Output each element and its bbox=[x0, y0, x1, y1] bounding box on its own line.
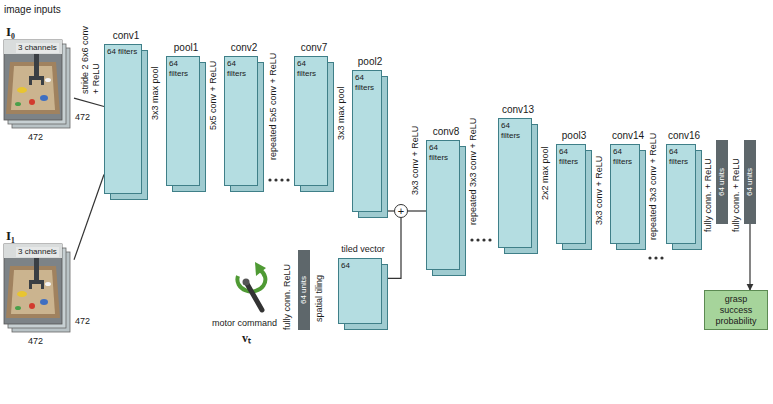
layer-block: conv2 64 filters bbox=[224, 42, 264, 192]
filter-count: 64 filters bbox=[669, 147, 694, 166]
unit-count: 64 units bbox=[717, 168, 727, 196]
layer-block: conv13 64 filters bbox=[498, 104, 538, 254]
fc-layer-bar: 64 units bbox=[744, 140, 756, 224]
dimension-label: 472 bbox=[75, 316, 90, 327]
filter-count: 64 filters bbox=[613, 147, 638, 166]
layer-name: conv8 bbox=[426, 126, 466, 138]
input-image: I₁3 channels bbox=[4, 228, 74, 334]
channel-label: 3 channels bbox=[16, 43, 59, 53]
feature-map bbox=[667, 145, 696, 244]
layer-name: conv1 bbox=[104, 30, 148, 42]
block-title: tiled vector bbox=[338, 244, 388, 255]
operation-label: repeated 5x5 conv + ReLU bbox=[268, 53, 279, 160]
filter-count: 64 filters bbox=[297, 59, 326, 78]
layer-block: conv1 64 filters bbox=[104, 30, 148, 200]
camera-image bbox=[4, 40, 70, 128]
filter-count: 64 filters bbox=[227, 59, 256, 78]
fc-layer-bar: 64 units bbox=[716, 140, 728, 224]
connector bbox=[388, 218, 401, 278]
input-image: I₀3 channels bbox=[4, 24, 74, 130]
layer-block: conv16 64 filters bbox=[666, 130, 702, 250]
sum-junction: + bbox=[394, 204, 408, 218]
layer-name: conv13 bbox=[498, 104, 538, 116]
section-title: image inputs bbox=[4, 4, 61, 16]
layer-name: pool3 bbox=[556, 130, 592, 142]
layer-name: pool2 bbox=[352, 56, 388, 68]
operation-label: repeated 3x3 conv + ReLU bbox=[648, 133, 659, 240]
layer-block: conv8 64 filters bbox=[426, 126, 466, 276]
filter-count: 64 filters bbox=[355, 73, 380, 92]
operation-label: 3x3 conv + ReLU bbox=[410, 126, 421, 195]
input-symbol: vₜ bbox=[242, 331, 251, 345]
feature-map bbox=[427, 141, 460, 270]
connector bbox=[74, 175, 104, 260]
operation-label: fully conn. + ReLU bbox=[731, 158, 742, 232]
operation-label: 2x2 max pool bbox=[540, 146, 551, 200]
dimension-label: 472 bbox=[28, 336, 43, 347]
layer-name: conv7 bbox=[294, 42, 334, 54]
feature-map bbox=[611, 145, 640, 244]
sum-sign: + bbox=[395, 205, 407, 217]
tiled-vector-block: tiled vector 64 bbox=[338, 244, 388, 330]
unit-count: 64 units bbox=[745, 168, 755, 196]
layer-block: conv14 64 filters bbox=[610, 130, 646, 250]
layer-block: pool2 64 filters bbox=[352, 56, 388, 218]
layer-name: conv2 bbox=[224, 42, 264, 54]
dimension-label: 472 bbox=[75, 112, 90, 123]
filter-count: 64 filters bbox=[501, 121, 530, 140]
feature-map bbox=[167, 57, 200, 186]
vector-size: 64 bbox=[341, 261, 380, 271]
input-label: motor command bbox=[212, 318, 277, 329]
filter-count: 64 filters bbox=[169, 59, 198, 78]
feature-map bbox=[225, 57, 258, 186]
motor-icon bbox=[237, 262, 266, 310]
output-box: grasp success probability bbox=[704, 290, 768, 330]
layer-block: pool1 64 filters bbox=[166, 42, 206, 192]
layer-name: pool1 bbox=[166, 42, 206, 54]
layer-block: pool3 64 filters bbox=[556, 130, 592, 250]
operation-label: 3x3 max pool bbox=[150, 66, 161, 120]
image-symbol: I₀ bbox=[6, 24, 15, 40]
connector bbox=[74, 98, 104, 106]
feature-map bbox=[499, 119, 532, 248]
dimension-label: 472 bbox=[28, 132, 43, 143]
operation-label: 3x3 max pool bbox=[336, 86, 347, 140]
operation-label: 5x5 conv + ReLU bbox=[208, 61, 219, 130]
layer-name: conv16 bbox=[666, 130, 702, 142]
channel-label: 3 channels bbox=[16, 247, 59, 257]
feature-map bbox=[339, 259, 382, 324]
output-label: grasp success probability bbox=[708, 294, 764, 326]
operation-label: repeated 3x3 conv + ReLU bbox=[468, 118, 479, 225]
operation-label: fully conn. + ReLU bbox=[703, 158, 714, 232]
operation-label: fully conn. ReLU bbox=[282, 264, 293, 330]
filter-count: 64 filters bbox=[429, 143, 458, 162]
feature-map bbox=[557, 145, 586, 244]
layer-block: conv7 64 filters bbox=[294, 42, 334, 192]
feature-map bbox=[353, 71, 382, 212]
unit-count: 64 units bbox=[299, 276, 309, 304]
operation-label: spatial tiling bbox=[314, 275, 325, 322]
connector bbox=[749, 224, 750, 290]
fc-layer-bar: 64 units bbox=[298, 250, 310, 330]
filter-count: 64 filters bbox=[559, 147, 584, 166]
operation-label: stride 2 6x6 conv + ReLU bbox=[80, 22, 102, 94]
feature-map bbox=[295, 57, 328, 186]
operation-label: 3x3 conv + ReLU bbox=[594, 156, 605, 225]
camera-image bbox=[4, 244, 70, 332]
filter-count: 64 filters bbox=[107, 47, 140, 57]
feature-map bbox=[105, 45, 142, 194]
connector bbox=[408, 210, 426, 211]
layer-shape bbox=[338, 244, 388, 330]
image-symbol: I₁ bbox=[6, 228, 15, 244]
layer-name: conv14 bbox=[610, 130, 646, 142]
